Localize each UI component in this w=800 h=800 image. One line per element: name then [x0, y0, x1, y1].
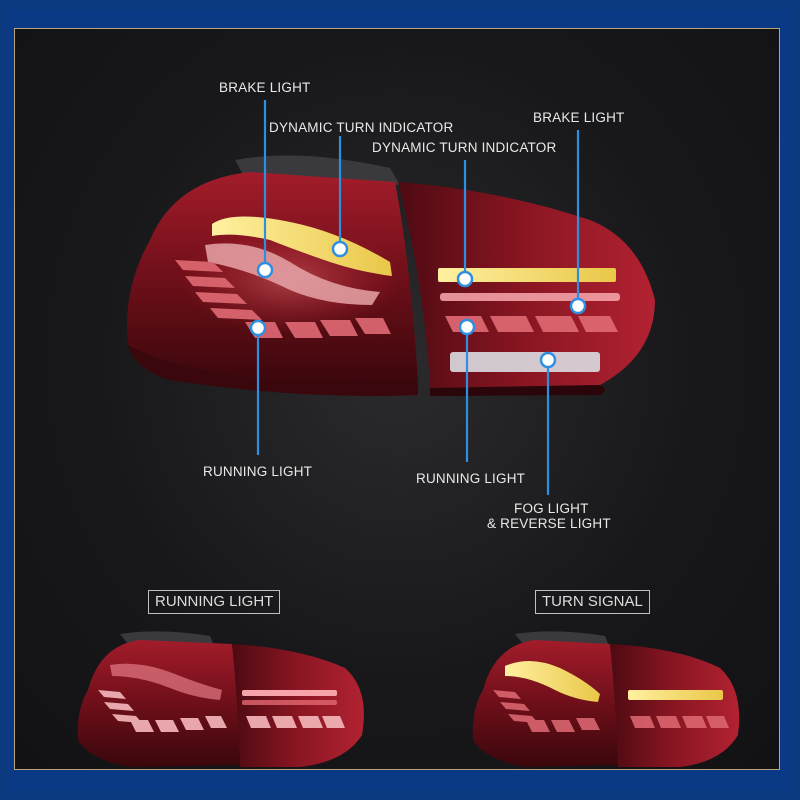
left-lamp [126, 155, 419, 396]
reverse-light-label: & REVERSE LIGHT [487, 516, 611, 531]
product-panel [14, 28, 780, 770]
left-fin-lights [175, 260, 391, 338]
right-turn-indicator-bar [438, 268, 616, 282]
fog-light-label: FOG LIGHT [514, 501, 589, 516]
brake-light-left-label: BRAKE LIGHT [219, 80, 311, 95]
right-lamp [398, 182, 655, 396]
turn-signal-mode-label: TURN SIGNAL [535, 590, 650, 614]
running-light-left-label: RUNNING LIGHT [203, 464, 313, 479]
right-brake-bar [440, 293, 620, 301]
right-lamp-shell [398, 182, 655, 388]
running-light-mode-label: RUNNING LIGHT [148, 590, 281, 614]
turn-indicator-left-label: DYNAMIC TURN INDICATOR [269, 120, 454, 135]
callout-lines [256, 100, 580, 495]
fog-reverse-lens [450, 352, 600, 372]
turn-signal-preview [472, 631, 740, 767]
callout-dots [249, 240, 587, 369]
running-light-preview [77, 631, 364, 767]
left-turn-indicator-strip [212, 216, 392, 276]
running-light-right-label: RUNNING LIGHT [416, 471, 526, 486]
brake-light-right-label: BRAKE LIGHT [533, 110, 625, 125]
right-fin-lights [445, 316, 618, 332]
left-brake-led-array [205, 243, 380, 305]
turn-indicator-right-label: DYNAMIC TURN INDICATOR [372, 140, 557, 155]
